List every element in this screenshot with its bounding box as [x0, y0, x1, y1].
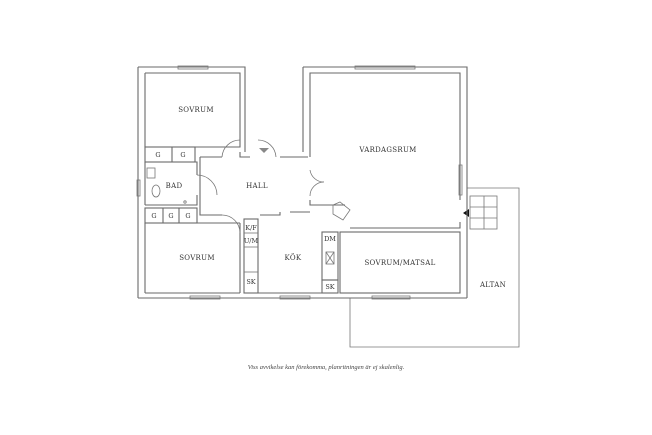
- closet-label: G: [185, 212, 190, 220]
- room-label-sovrum-matsal: SOVRUM/MATSAL: [364, 259, 435, 267]
- stove-icon: [325, 251, 335, 265]
- cabinet-label: SK: [246, 278, 255, 286]
- room-label-altan: ALTAN: [479, 281, 506, 289]
- sink-icon: [146, 167, 156, 179]
- oven-microwave-label: U/M: [244, 237, 259, 245]
- closet-label: G: [155, 151, 160, 159]
- dishwasher-label: DM: [324, 235, 336, 243]
- closet-label: G: [151, 212, 156, 220]
- room-label-sovrum: SOVRUM: [178, 106, 214, 114]
- doors: [196, 139, 351, 234]
- cabinet-label: SK: [325, 283, 334, 291]
- disclaimer-caption: Viss avvikelse kan förekomma, planritnin…: [247, 364, 405, 371]
- closet-label: G: [180, 151, 185, 159]
- entrance-arrow-icon: [463, 209, 469, 217]
- toilet-icon: [151, 184, 161, 198]
- altan-outline: [349, 187, 520, 348]
- room-label-sovrum: SOVRUM: [179, 254, 215, 262]
- room-label-hall: HALL: [246, 182, 268, 190]
- room-label-bad: BAD: [166, 182, 183, 190]
- windows: [136, 65, 463, 300]
- room-label-vardagsrum: VARDAGSRUM: [358, 146, 416, 154]
- entrance-arrow-icon: [259, 148, 269, 153]
- walls: [137, 66, 468, 299]
- entrance-steps: [463, 195, 498, 230]
- drain-icon: [183, 200, 187, 204]
- room-label-kok: KÖK: [285, 253, 302, 262]
- closet-label: G: [168, 212, 173, 220]
- fridge-freezer-label: K/F: [245, 224, 257, 232]
